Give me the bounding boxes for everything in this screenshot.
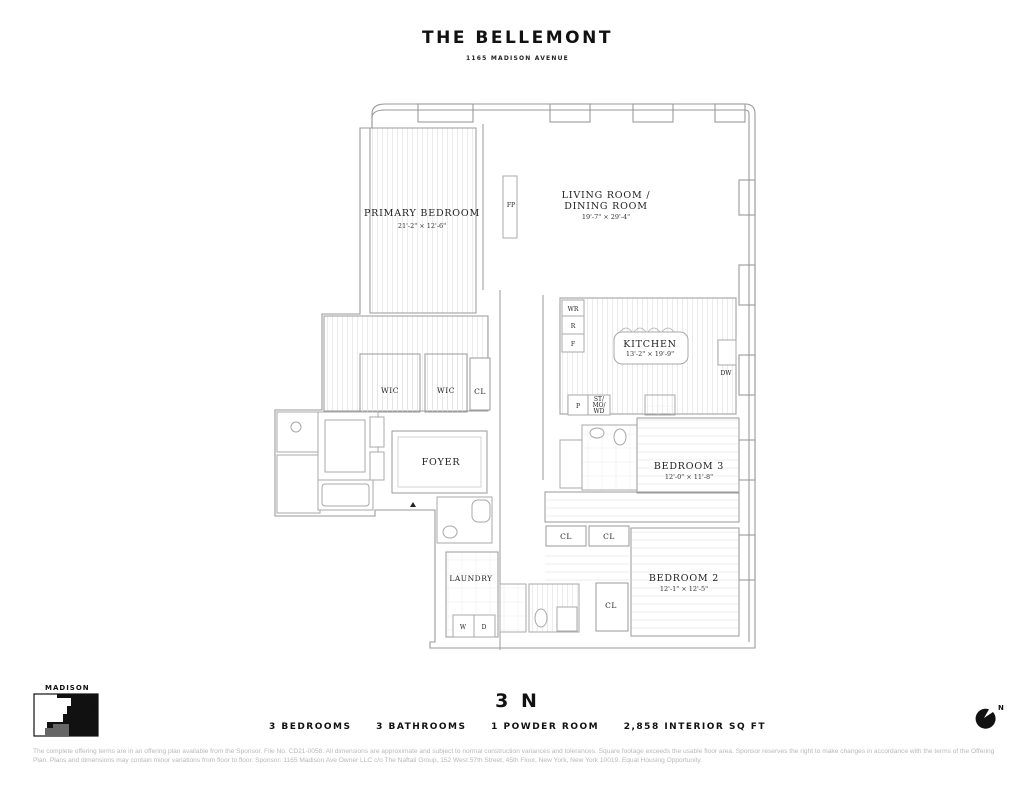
label-primary-bedroom: PRIMARY BEDROOM <box>364 208 480 219</box>
floor-plan: PRIMARY BEDROOM 21'-2" × 12'-6" LIVING R… <box>274 103 756 650</box>
label-dishwasher: DW <box>721 370 733 377</box>
room-primary-bedroom <box>369 127 477 314</box>
room-foyer <box>391 430 488 494</box>
label-cl-hall-2: CL <box>603 532 615 541</box>
label-wic-2: WIC <box>437 386 455 395</box>
label-refrigerator: R <box>571 323 576 330</box>
label-bedroom-2: BEDROOM 2 <box>649 573 719 584</box>
stat-powder-room: 1 POWDER ROOM <box>491 722 600 732</box>
room-cl-foyer <box>469 357 491 411</box>
dim-living-dining: 19'-7" × 29'-4" <box>582 213 630 221</box>
key-plan <box>33 693 99 737</box>
keyplan-street-madison: MADISON <box>45 684 90 692</box>
dim-kitchen: 13'-2" × 19'-9" <box>626 350 674 358</box>
room-wic-1 <box>359 353 421 413</box>
room-wic-2 <box>424 353 468 413</box>
label-living-dining-1: LIVING ROOM / <box>562 190 651 201</box>
room-bedroom-3 <box>636 417 740 494</box>
room-cl-hall-1 <box>545 525 587 547</box>
label-wine-refrigerator: WR <box>568 306 579 313</box>
entry-marker <box>410 502 416 507</box>
label-foyer: FOYER <box>422 457 461 468</box>
label-kitchen: KITCHEN <box>623 339 677 350</box>
unit-stats: 3 BEDROOMS 3 BATHROOMS 1 POWDER ROOM 2,8… <box>0 722 1035 732</box>
outer-wall <box>274 103 756 649</box>
label-wic-1: WIC <box>381 386 399 395</box>
label-bedroom-3: BEDROOM 3 <box>654 461 724 472</box>
label-cl-bedroom2: CL <box>605 601 617 610</box>
label-freezer: F <box>571 341 575 348</box>
label-laundry: LAUNDRY <box>449 574 493 583</box>
stat-bedrooms: 3 BEDROOMS <box>268 722 352 732</box>
label-pantry: P <box>576 403 580 410</box>
label-dryer: D <box>482 624 487 631</box>
label-cl-hall-1: CL <box>560 532 572 541</box>
label-washer: W <box>460 624 467 631</box>
legal-disclaimer: The complete offering terms are in an of… <box>33 748 995 764</box>
label-stove-2: MO/ <box>592 402 606 409</box>
room-bedroom-2 <box>630 527 740 637</box>
fireplace <box>502 175 518 239</box>
dim-primary-bedroom: 21'-2" × 12'-6" <box>398 222 446 230</box>
room-cl-hall-2 <box>588 525 630 547</box>
building-address: 1165 MADISON AVENUE <box>466 55 569 62</box>
room-living-dining <box>483 124 737 292</box>
unit-name: 3 N <box>495 690 540 712</box>
label-living-dining-2: DINING ROOM <box>564 201 648 212</box>
label-cl-foyer: CL <box>474 387 486 396</box>
building-name: THE BELLEMONT <box>422 28 613 48</box>
north-compass-icon <box>975 708 996 729</box>
label-fireplace: FP <box>507 202 515 209</box>
stat-square-feet: 2,858 INTERIOR SQ FT <box>623 722 767 732</box>
room-cl-bedroom2 <box>595 582 629 632</box>
label-stove-1: ST/ <box>594 396 605 403</box>
dim-bedroom-3: 12'-0" × 11'-8" <box>665 473 713 481</box>
dim-bedroom-2: 12'-1" × 12'-5" <box>660 585 708 593</box>
label-stove-3: WD <box>594 408 605 415</box>
stat-bathrooms: 3 BATHROOMS <box>376 722 467 732</box>
compass-label: N <box>998 704 1004 712</box>
